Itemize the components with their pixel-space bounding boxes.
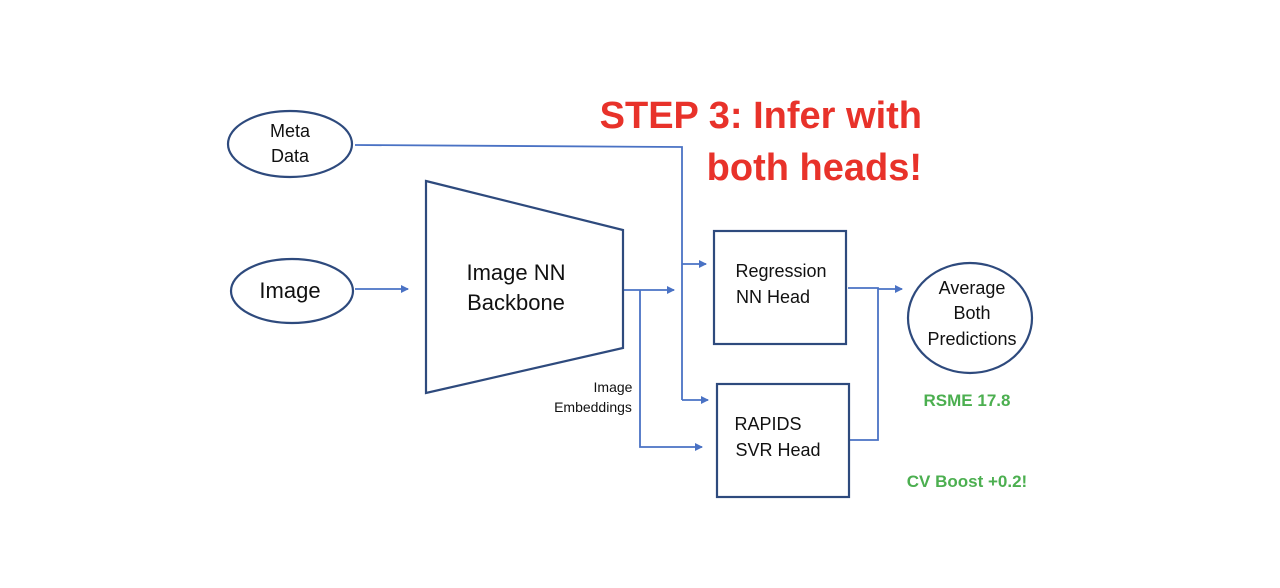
rsme-metric: RSME 17.8 [924, 391, 1011, 410]
average-label-line1: Average [939, 278, 1006, 298]
embeddings-label-line2: Embeddings [554, 399, 632, 415]
regression-head-label-line2: NN Head [736, 287, 810, 307]
backbone-label-line2: Backbone [467, 290, 565, 315]
edge-heads-to-average [848, 287, 879, 441]
edge-meta-data-bus [354, 144, 683, 400]
regression-head-label-line1: Regression [735, 261, 826, 281]
average-node [906, 261, 1034, 375]
step-title-line1: STEP 3: Infer with [600, 95, 922, 137]
average-label-line2: Both [953, 303, 990, 323]
svr-head-label-line2: SVR Head [735, 440, 820, 460]
image-label: Image [259, 278, 320, 303]
meta-data-node [226, 109, 354, 179]
step-title-line2: both heads! [707, 147, 922, 189]
svr-head-node [715, 382, 851, 499]
svr-head-label-line1: RAPIDS [734, 414, 801, 434]
image-node [229, 257, 355, 325]
meta-data-label-line1: Meta [270, 121, 311, 141]
embeddings-label-line1: Image [594, 379, 633, 395]
regression-head-node [712, 229, 848, 346]
edge-backbone-to-svr [639, 290, 703, 451]
average-label-line3: Predictions [927, 329, 1016, 349]
backbone-node [424, 179, 625, 395]
backbone-label-line1: Image NN [466, 260, 565, 285]
cv-boost-metric: CV Boost +0.2! [907, 472, 1027, 491]
meta-data-label-line2: Data [271, 146, 310, 166]
